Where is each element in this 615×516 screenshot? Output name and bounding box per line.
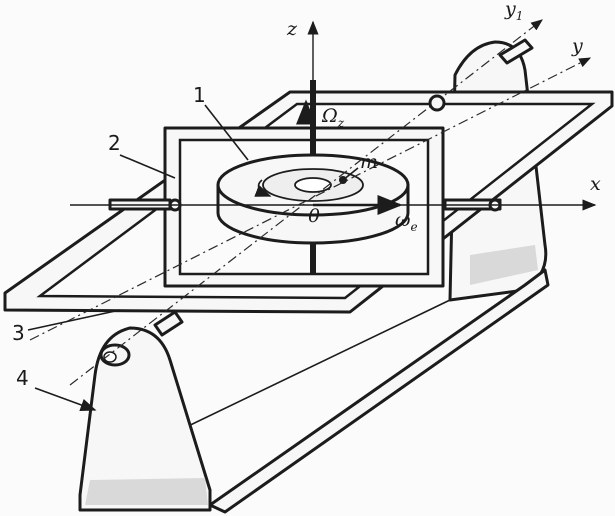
axes [29,19,597,386]
rotor [216,80,410,275]
part-4-label: 4 [16,366,29,390]
leader-2 [119,154,176,179]
y-axis [29,57,592,341]
front-axle-bore [103,351,117,363]
origin-label: 0 [308,205,320,227]
stand-rear-shading [470,245,538,285]
rotor-center [294,177,332,193]
leaders [27,104,249,412]
leader-4 [34,387,97,412]
omega-z-label: Ωz [321,105,345,130]
front-axle-shaft [153,310,184,337]
mass-leader [342,167,359,181]
stand-front-shading [85,478,208,505]
stand-front-upright [78,326,212,512]
leader-1 [204,104,249,161]
rear-axle [153,38,534,337]
part-1-label: 1 [193,83,206,107]
omega-e-label: ωe [395,209,418,234]
rear-bearing [428,94,446,112]
stand-base-rail [208,268,550,514]
stand-inner-rail [179,299,451,431]
part-3-label: 3 [12,321,25,345]
x-label: x [590,173,601,195]
mass-label: m [360,151,378,173]
y-label: y [571,35,583,57]
y1-label: y1 [504,0,523,23]
part-2-label: 2 [108,131,121,155]
z-label: z [286,18,298,40]
rear-axle-shaft [498,38,534,65]
leader-3 [27,309,121,331]
rotor-spin-arrow [254,179,272,197]
